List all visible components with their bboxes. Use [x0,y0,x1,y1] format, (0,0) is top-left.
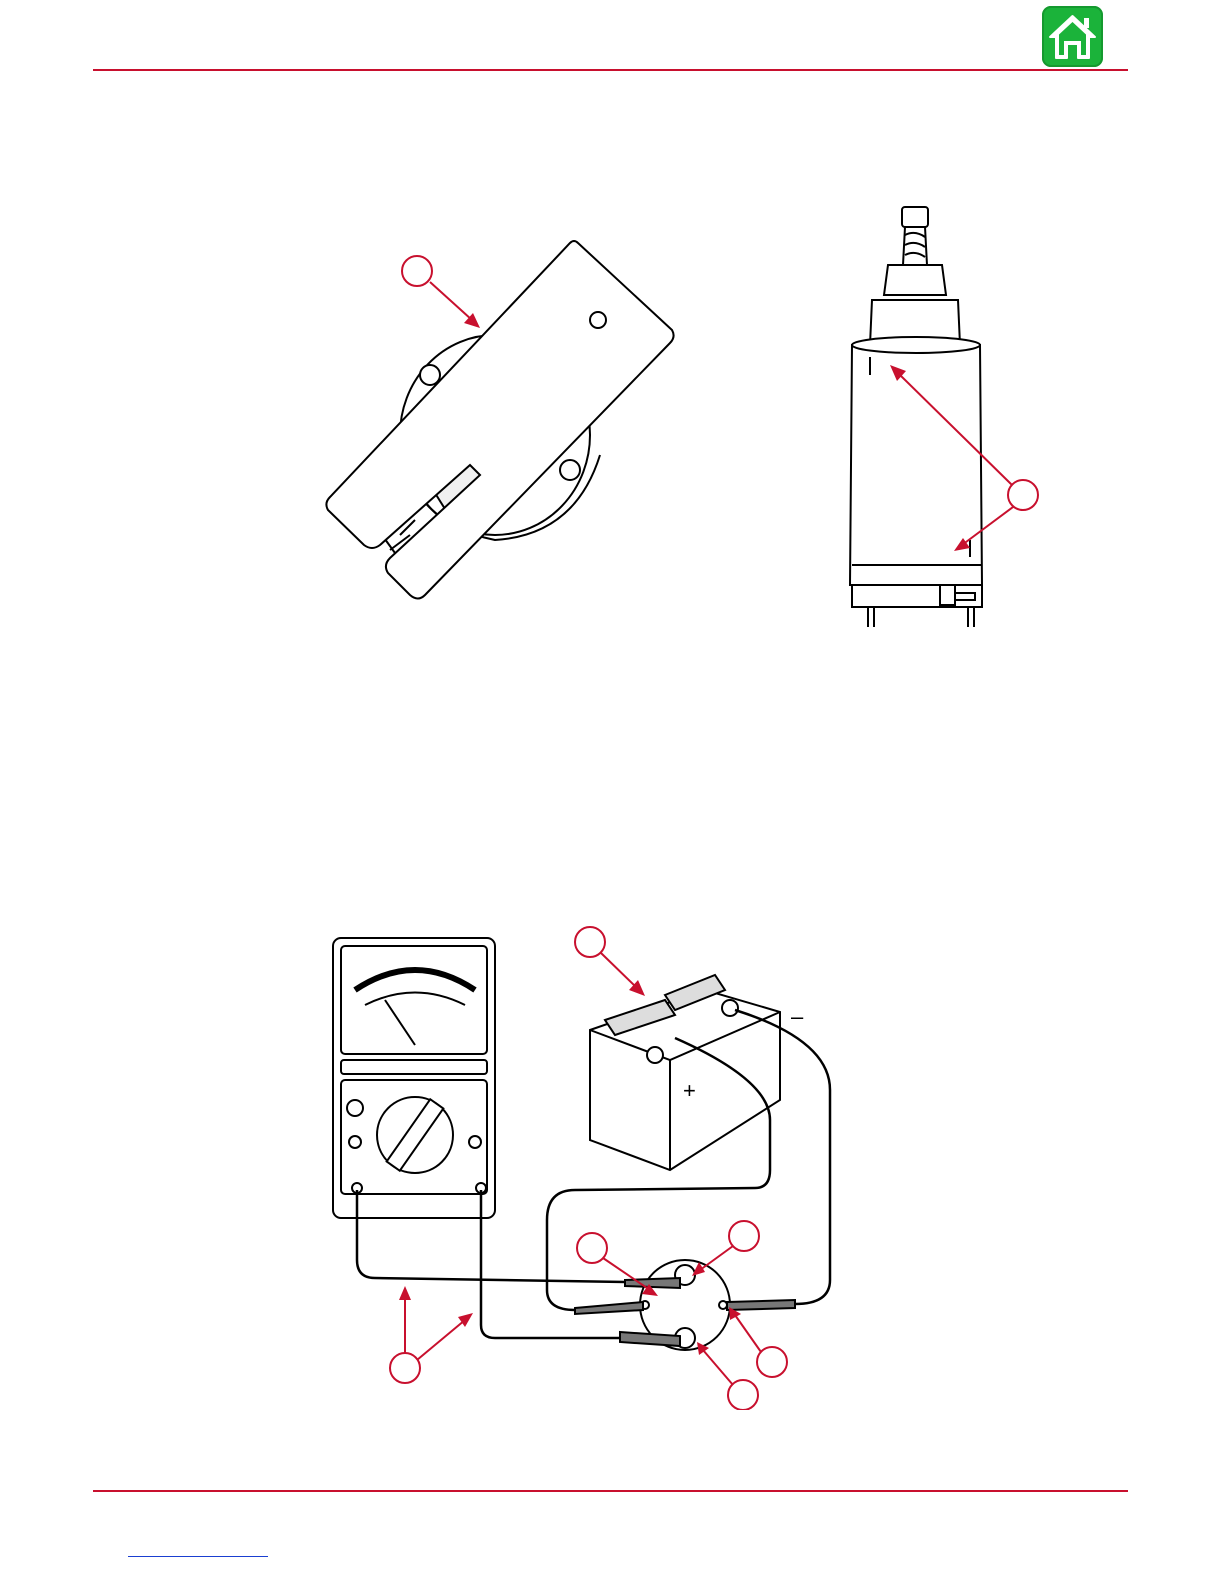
callout-2 [1008,480,1038,510]
svg-text:–: – [791,1004,804,1029]
home-button[interactable] [1042,6,1103,67]
callout-6 [390,1353,420,1383]
callout-5 [729,1221,759,1251]
footer-rule [93,1490,1128,1492]
callout-4 [577,1233,607,1263]
callout-3 [575,927,605,957]
starter-motor-illustration [830,195,1070,635]
callout-1 [402,256,432,286]
solenoid-test-circuit-illustration: + – [325,920,845,1410]
cover-tool-illustration [320,235,690,615]
header-rule [93,69,1128,71]
svg-text:+: + [683,1078,696,1103]
home-icon [1042,6,1103,67]
footer-link-underline[interactable] [128,1556,268,1558]
